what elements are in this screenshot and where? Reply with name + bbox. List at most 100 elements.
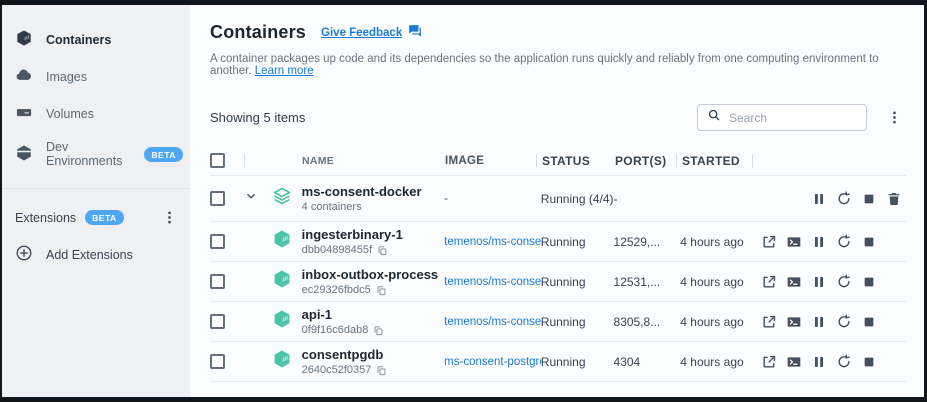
sidebar-item-label: Images — [46, 69, 87, 84]
containers-table: NAME IMAGE STATUS PORT(S) STARTED ms-con… — [210, 146, 906, 382]
extensions-menu-icon[interactable] — [161, 209, 178, 226]
beta-badge: BETA — [144, 146, 183, 162]
restart-icon[interactable] — [831, 352, 856, 372]
pause-icon[interactable] — [806, 312, 831, 332]
terminal-icon[interactable] — [781, 272, 806, 292]
row-checkbox[interactable] — [210, 191, 225, 206]
status-label: Running — [540, 314, 586, 329]
image-link[interactable]: temenos/ms-consent-i — [444, 275, 541, 288]
stop-icon[interactable] — [856, 272, 881, 292]
select-all-checkbox[interactable] — [210, 153, 225, 168]
give-feedback-label: Give Feedback — [321, 26, 403, 39]
extensions-label: Extensions — [15, 210, 77, 225]
stop-icon[interactable] — [856, 232, 881, 252]
container-cube-icon — [272, 269, 292, 294]
sidebar: Containers Images Volumes Dev Environmen… — [2, 5, 190, 397]
restart-icon[interactable] — [831, 312, 856, 332]
stop-icon[interactable] — [856, 352, 881, 372]
image-link[interactable]: ms-consent-postgres — [444, 355, 541, 368]
copy-icon[interactable] — [376, 285, 387, 296]
sidebar-item-volumes[interactable]: Volumes — [2, 95, 190, 132]
sidebar-item-label: Volumes — [46, 106, 94, 121]
open-external-icon[interactable] — [756, 272, 781, 292]
status-label: Running — [540, 354, 586, 369]
container-name: api-1 — [301, 307, 332, 322]
column-header-started: STARTED — [682, 154, 758, 168]
more-options-icon[interactable] — [886, 109, 903, 126]
container-name: consentpgdb — [301, 347, 384, 362]
page-title: Containers — [210, 22, 307, 42]
terminal-icon[interactable] — [781, 352, 806, 372]
table-row: api-1 0f9f16c6dab8 temenos/ms-consent-s … — [210, 302, 906, 342]
table-body: ms-consent-docker 4 containers - Running… — [210, 176, 906, 382]
page-description: A container packages up code and its dep… — [210, 53, 879, 77]
ports-label: 12529,... — [613, 234, 661, 249]
copy-icon[interactable] — [377, 245, 388, 256]
container-sub-label: ec29326fbdc5 — [301, 284, 371, 296]
restart-icon[interactable] — [831, 272, 856, 292]
column-header-image: IMAGE — [445, 155, 542, 167]
started-label: 4 hours ago — [680, 314, 744, 329]
table-row: ms-consent-docker 4 containers - Running… — [210, 176, 906, 222]
volumes-icon — [15, 103, 33, 124]
started-label: 4 hours ago — [680, 234, 744, 249]
container-sub-label: 4 containers — [301, 201, 362, 213]
containers-icon — [15, 29, 33, 50]
row-checkbox[interactable] — [210, 314, 225, 329]
status-label: Running — [540, 234, 586, 249]
started-label: 4 hours ago — [680, 274, 744, 289]
dev-environments-icon — [15, 144, 33, 165]
sidebar-item-label: Containers — [46, 32, 112, 47]
table-row: ingesterbinary-1 dbb04898455f temenos/ms… — [210, 222, 906, 262]
pause-icon[interactable] — [806, 232, 831, 252]
container-sub-label: 2640c52f0357 — [301, 364, 372, 376]
row-checkbox[interactable] — [210, 274, 225, 289]
row-checkbox[interactable] — [210, 234, 225, 249]
container-cube-icon — [272, 309, 292, 334]
give-feedback-link[interactable]: Give Feedback — [321, 24, 422, 41]
sidebar-item-containers[interactable]: Containers — [2, 21, 190, 58]
pause-icon[interactable] — [806, 352, 831, 372]
action-spacer — [881, 312, 906, 332]
ports-label: 12531,... — [613, 274, 661, 289]
terminal-icon[interactable] — [781, 232, 806, 252]
started-label: 4 hours ago — [680, 354, 744, 369]
restart-icon[interactable] — [831, 232, 856, 252]
sidebar-item-dev-environments[interactable]: Dev Environments BETA — [2, 132, 190, 176]
container-name: inbox-outbox-process — [301, 267, 439, 282]
open-external-icon[interactable] — [756, 352, 781, 372]
restart-icon[interactable] — [831, 189, 856, 209]
open-external-icon[interactable] — [756, 232, 781, 252]
action-spacer — [881, 272, 906, 292]
image-link[interactable]: temenos/ms-consent-s — [444, 315, 541, 328]
copy-icon[interactable] — [373, 325, 384, 336]
status-label: Running — [540, 274, 586, 289]
ports-label: - — [613, 191, 618, 206]
search-icon — [707, 108, 721, 127]
learn-more-link[interactable]: Learn more — [254, 65, 314, 77]
table-row: consentpgdb 2640c52f0357 ms-consent-post… — [210, 342, 906, 382]
pause-icon[interactable] — [806, 272, 831, 292]
sidebar-item-add-extensions[interactable]: Add Extensions — [2, 232, 190, 273]
chevron-down-icon[interactable] — [244, 189, 258, 208]
search-input[interactable] — [729, 110, 857, 125]
row-checkbox[interactable] — [210, 354, 225, 369]
delete-icon[interactable] — [881, 189, 906, 209]
sidebar-item-label: Dev Environments — [46, 140, 123, 168]
row-actions — [756, 232, 906, 252]
table-header: NAME IMAGE STATUS PORT(S) STARTED — [210, 146, 906, 176]
container-cube-icon — [272, 229, 292, 254]
items-count-label: Showing 5 items — [210, 110, 306, 125]
stop-icon[interactable] — [856, 189, 881, 209]
container-cube-icon — [272, 349, 292, 374]
action-spacer — [881, 352, 906, 372]
image-link[interactable]: temenos/ms-consent-i — [444, 235, 541, 248]
sidebar-item-images[interactable]: Images — [2, 58, 190, 95]
open-external-icon[interactable] — [756, 312, 781, 332]
compose-stack-icon — [272, 186, 292, 211]
pause-icon[interactable] — [806, 189, 831, 209]
terminal-icon[interactable] — [781, 312, 806, 332]
stop-icon[interactable] — [856, 312, 881, 332]
beta-badge: BETA — [85, 210, 124, 225]
copy-icon[interactable] — [376, 365, 387, 376]
